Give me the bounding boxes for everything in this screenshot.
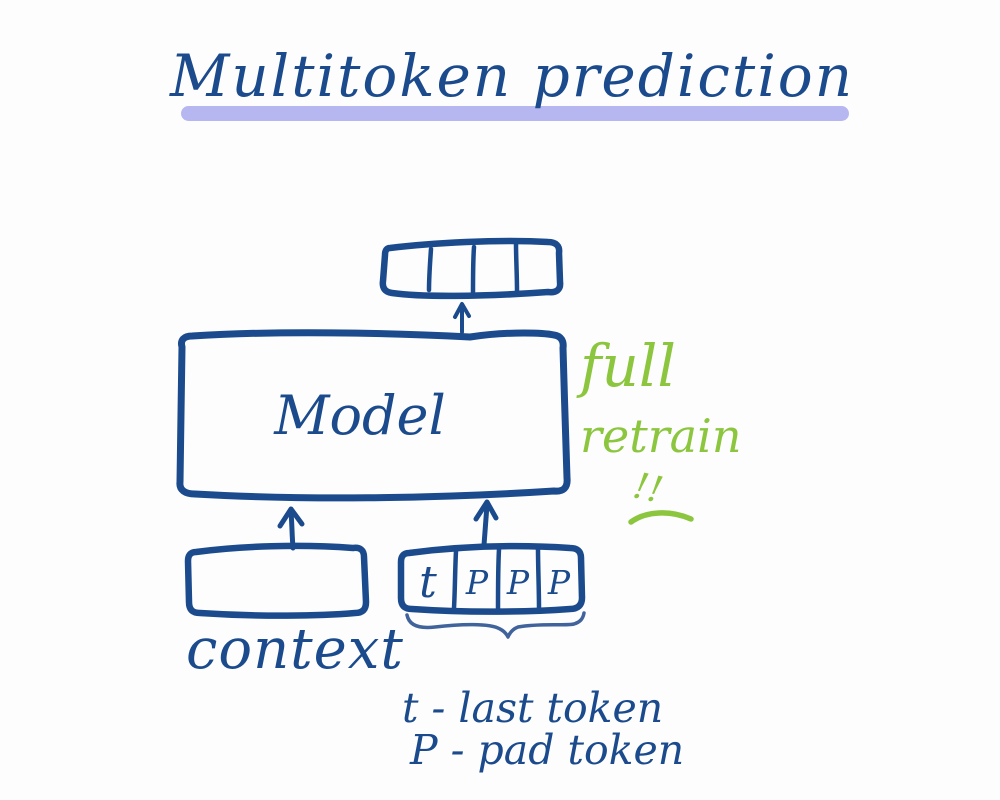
input-strip-divider — [495, 546, 502, 612]
legend: t - last token P - pad token — [402, 684, 684, 774]
arrow-head — [277, 506, 305, 529]
tokens-to-model-arrow — [473, 499, 499, 548]
context-box: context — [184, 542, 404, 682]
page-title: Multitoken prediction — [169, 42, 854, 110]
arrow-shaft — [288, 509, 296, 551]
legend-pad-token: P - pad token — [409, 726, 684, 774]
title-underline — [181, 106, 849, 121]
input-strip-divider — [535, 545, 542, 612]
input-token-p2: P — [506, 563, 530, 602]
output-token-strip — [379, 237, 564, 300]
model-label: Model — [273, 384, 446, 447]
model-box-border — [176, 329, 571, 502]
output-strip-divider — [426, 246, 434, 293]
underbrace — [405, 611, 586, 639]
output-strip-divider — [513, 241, 520, 294]
context-label: context — [186, 617, 404, 682]
input-token-p1: P — [465, 563, 489, 602]
input-strip-border — [397, 542, 586, 615]
arrow-head — [453, 302, 471, 319]
annotation-full-retrain: full retrain !! — [576, 332, 741, 525]
input-strip-divider — [451, 548, 459, 611]
model-to-output-arrow — [453, 302, 471, 334]
annotation-underline-arc — [628, 510, 694, 525]
annotation-line2: retrain — [580, 409, 741, 463]
context-to-model-arrow — [277, 506, 305, 551]
context-box-border — [184, 542, 370, 619]
annotation-emphasis: !! — [630, 465, 667, 511]
arrow-shaft — [481, 502, 490, 548]
output-strip-divider — [470, 244, 477, 295]
input-token-t: t — [419, 557, 437, 608]
arrow-head — [473, 499, 499, 522]
output-strip-border — [379, 237, 564, 300]
input-token-p3: P — [547, 563, 571, 602]
input-token-strip: t P P P — [397, 542, 586, 615]
legend-last-token: t - last token — [402, 684, 663, 732]
model-box: Model — [176, 329, 571, 502]
annotation-line1: full — [576, 332, 676, 400]
